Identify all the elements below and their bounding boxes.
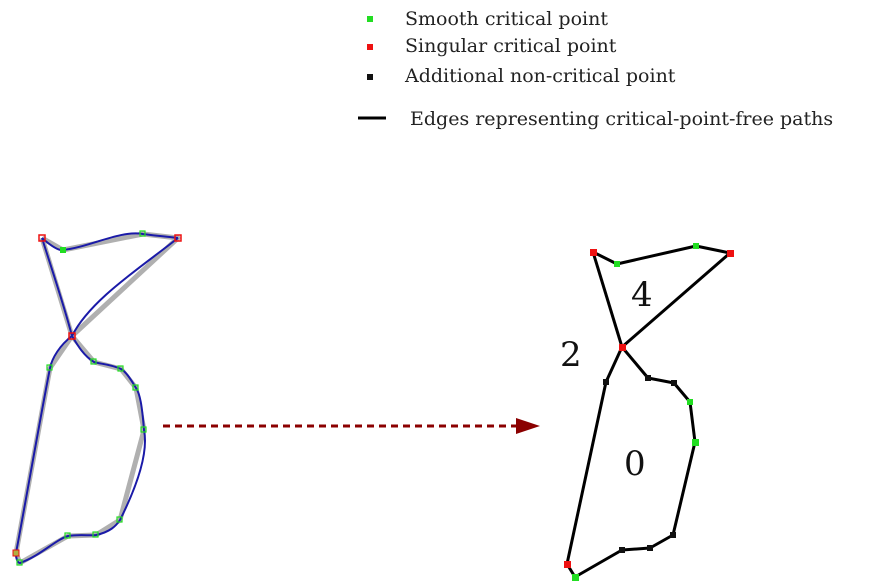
curve-smooth-point [132,384,139,391]
legend: Smooth critical point Singular critical … [358,8,833,130]
curve-singular-point [68,332,76,340]
transform-arrow [163,418,540,434]
graph-singular-node [619,344,626,351]
legend-singular-label: Singular critical point [405,35,617,57]
legend-smooth-marker [367,16,373,22]
legend-edges-label: Edges representing critical-point-free p… [410,108,833,130]
curve-top-arc [41,232,179,252]
curve-left-upper [41,237,73,337]
graph-smooth-node [572,574,579,581]
graph-edge [592,244,731,266]
legend-additional-label: Additional non-critical point [404,65,676,87]
graph-smooth-node [692,439,699,446]
graph-edge [591,251,624,348]
curve-smooth-point [140,426,147,433]
graph-additional-node [671,380,677,386]
curve-smooth-point [60,247,66,253]
graph-edge [565,346,697,579]
graph-smooth-node [614,261,620,267]
graph-additional-node [647,545,653,551]
curve-network [12,230,182,566]
graph-additional-node [603,379,609,385]
curve-singular-point [174,234,182,242]
legend-singular-marker [367,44,373,50]
graph-singular-node [727,250,734,257]
curve-body [14,335,146,565]
graph-smooth-node [693,243,699,249]
graph: 4 2 0 [560,243,734,581]
legend-smooth-label: Smooth critical point [405,8,608,30]
arrow-head [516,418,540,434]
curve-singular-point [38,234,46,242]
legend-additional-marker [367,74,373,80]
region-label-bottom: 0 [624,444,646,484]
curve-smooth-point [139,230,146,237]
curve-smooth-point [16,559,23,566]
curve-shadow-path [13,231,181,566]
curve-smooth-point [46,364,53,371]
curve-singular-point [12,549,20,557]
graph-smooth-node [687,399,693,405]
graph-additional-node [670,532,676,538]
curve-smooth-point [117,365,124,372]
graph-additional-node [619,547,625,553]
region-label-side: 2 [560,335,582,375]
graph-edge [621,251,731,349]
graph-singular-node [590,249,597,256]
region-label-top: 4 [631,275,653,315]
curve-smooth-point [92,531,99,538]
graph-singular-node [564,561,571,568]
curve-smooth-point [116,516,123,523]
graph-additional-node [645,375,651,381]
curve-diagonal [71,237,179,337]
curve-smooth-point [90,358,97,365]
curve-smooth-point [64,532,71,539]
